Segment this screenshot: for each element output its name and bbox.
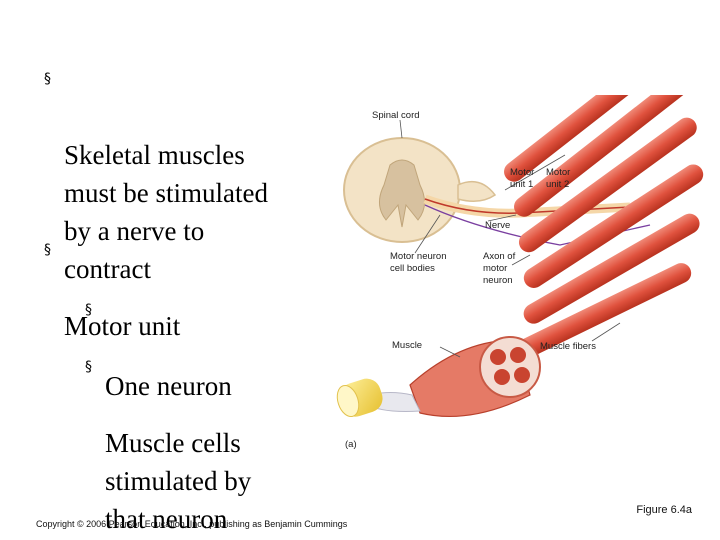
leader-cell-bodies	[414, 214, 441, 254]
label-motor-unit-2-b: unit 2	[546, 179, 569, 190]
bullet-marker: §	[85, 302, 92, 318]
label-axon-a: Axon of	[483, 251, 516, 262]
label-motor-unit-1-a: Motor	[510, 167, 534, 178]
leader-muscle-fibers	[591, 322, 621, 342]
bullet-marker: §	[44, 71, 51, 87]
bullet-text: Motor unit	[64, 311, 181, 341]
label-panel-a: (a)	[345, 439, 357, 450]
figure-number: Figure 6.4a	[636, 504, 692, 516]
label-nerve: Nerve	[485, 220, 510, 231]
label-muscle: Muscle	[392, 340, 422, 351]
bone-illustration	[336, 378, 383, 418]
leader-nerve	[487, 214, 517, 222]
sub-bullet-one-neuron: § One neuron	[85, 291, 232, 405]
label-motor-neuron-b: cell bodies	[390, 263, 435, 274]
label-axon-c: neuron	[483, 275, 513, 286]
bullet-marker: §	[44, 242, 51, 258]
spinal-cord-illustration	[343, 137, 497, 243]
bullet-text: Muscle cells stimulated by that neuron	[105, 428, 252, 534]
copyright-text: Copyright © 2006 Pearson Education, Inc.…	[36, 519, 348, 529]
tendon-illustration	[369, 392, 421, 412]
motor-unit-figure: Spinal cord Motor unit 1 Motor unit 2 Ne…	[336, 95, 704, 450]
bullet-marker: §	[85, 359, 92, 375]
bullet-motor-unit: § Motor unit	[44, 231, 181, 345]
leader-spinal-cord	[399, 119, 403, 139]
label-motor-unit-2-a: Motor	[546, 167, 570, 178]
label-axon-b: motor	[483, 263, 507, 274]
leader-muscle	[439, 346, 461, 358]
muscle-fibers-illustration	[504, 95, 704, 358]
muscle-bundle-illustration	[409, 336, 541, 418]
label-motor-neuron-a: Motor neuron	[390, 251, 447, 262]
axon-path-2	[424, 204, 651, 246]
leader-axon	[511, 254, 531, 266]
label-spinal-cord: Spinal cord	[372, 110, 420, 121]
bullet-text: One neuron	[105, 371, 232, 401]
bullet-skeletal-muscles: § Skeletal muscles must be stimulated by…	[44, 60, 268, 288]
leader-motor-unit	[504, 154, 566, 191]
bullet-text: Skeletal muscles must be stimulated by a…	[64, 140, 268, 284]
label-motor-unit-1-b: unit 1	[510, 179, 533, 190]
bullet-list: § Skeletal muscles must be stimulated by…	[0, 0, 340, 534]
sub-bullet-muscle-cells: § Muscle cells stimulated by that neuron	[85, 348, 252, 538]
label-muscle-fibers: Muscle fibers	[540, 341, 596, 352]
